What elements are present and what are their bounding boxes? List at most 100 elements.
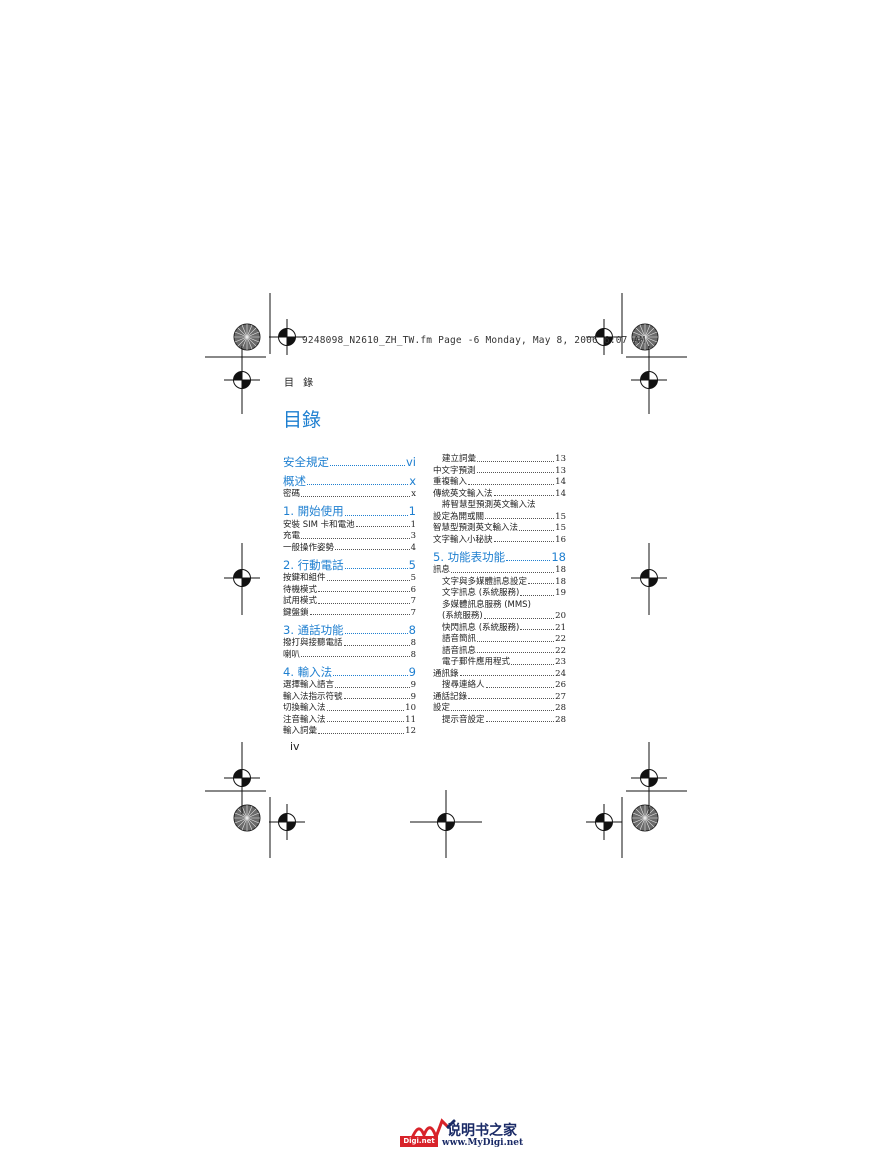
toc-dot-leader <box>459 675 555 676</box>
toc-dot-leader <box>520 629 555 630</box>
toc-entry-label: 充電 <box>283 531 301 541</box>
toc-subentry-indented[interactable]: 快閃訊息 (系統服務)21 <box>433 621 566 633</box>
toc-subentry-continued[interactable]: 多媒體訊息服務 (MMS) <box>433 598 566 610</box>
toc-entry-label: 快閃訊息 (系統服務) <box>442 622 520 633</box>
toc-page-number: 15 <box>555 523 566 533</box>
toc-page-number: 9 <box>410 691 416 702</box>
toc-entry-label: 智慧型預測英文輸入法 <box>433 523 519 533</box>
toc-page-number: 28 <box>555 714 566 725</box>
toc-page-number: 1 <box>410 519 416 530</box>
toc-dot-leader <box>519 529 555 531</box>
watermark-badge: Digi.net <box>400 1136 438 1147</box>
toc-dot-leader <box>301 656 410 657</box>
toc-section-entry[interactable]: 4. 輸入法 9 <box>283 663 416 678</box>
toc-dot-leader <box>485 721 555 722</box>
toc-entry-label: 語音訊息 <box>442 645 477 656</box>
running-head: 目 錄 <box>284 378 317 389</box>
toc-page-number: 16 <box>555 534 566 545</box>
toc-page-number: 23 <box>555 657 566 667</box>
watermark-url[interactable]: www.MyDigi.net <box>442 1138 524 1148</box>
toc-entry-label: 待機模式 <box>283 584 318 595</box>
toc-dot-leader <box>468 483 555 485</box>
toc-gap <box>283 659 416 662</box>
toc-page-number: 22 <box>555 634 566 644</box>
toc-page-number: vi <box>405 454 416 469</box>
toc-page-number: 18 <box>555 576 566 587</box>
toc-page-number: 8 <box>410 649 416 660</box>
toc-entry-label: 多媒體訊息服務 (MMS) <box>442 599 531 610</box>
toc-entry-label: 文字輸入小秘訣 <box>433 534 493 545</box>
toc-entry-label: 搜尋連絡人 <box>442 680 485 690</box>
toc-page-number: 15 <box>555 511 566 522</box>
toc-subentry-indented[interactable]: 建立詞彙 13 <box>433 452 566 464</box>
toc-page-number: 5 <box>408 557 416 572</box>
toc-subentry[interactable]: 設定為開或關 15 <box>433 510 566 522</box>
toc-page-number: 4 <box>410 542 416 553</box>
toc-subentry[interactable]: 智慧型預測英文輸入法 15 <box>433 521 566 533</box>
toc-entry-label: 切換輸入法 <box>283 703 326 713</box>
toc-dot-leader <box>326 579 410 581</box>
toc-entry-label: 建立詞彙 <box>442 454 477 464</box>
toc-entry-label: 重複輸入 <box>433 477 468 487</box>
toc-page-number: x <box>409 473 416 488</box>
toc-subentry-continued[interactable]: 將智慧型預測英文輸入法 <box>433 498 566 510</box>
toc-dot-leader <box>335 686 410 688</box>
watermark-brand: 说明书之家 <box>447 1123 517 1139</box>
toc-entry-label: 一般操作姿勢 <box>283 542 335 553</box>
toc-entry-label: 4. 輸入法 <box>283 664 333 679</box>
toc-entry-label: 按鍵和組件 <box>283 573 326 583</box>
toc-page-number: 9 <box>408 664 416 679</box>
toc-dot-leader <box>355 526 410 527</box>
toc-subentry-indented[interactable]: (系統服務) 20 <box>433 609 566 621</box>
file-info-header: 9248098_N2610_ZH_TW.fm Page -6 Monday, M… <box>302 335 646 346</box>
toc-dot-leader <box>493 541 555 542</box>
toc-subentry[interactable]: 一般操作姿勢 4 <box>283 541 416 553</box>
toc-page-number: 14 <box>555 488 566 499</box>
toc-subentry[interactable]: 文字輸入小秘訣 16 <box>433 533 566 545</box>
toc-entry-label: (系統服務) <box>442 611 483 621</box>
toc-dot-leader <box>468 698 555 699</box>
toc-page-number: 13 <box>555 454 566 464</box>
toc-entry-label: 設定為開或關 <box>433 511 485 522</box>
toc-dot-leader <box>493 495 555 496</box>
toc-page-number: 20 <box>555 611 566 621</box>
toc-page-number: 8 <box>410 638 416 648</box>
toc-page-number: 8 <box>408 622 416 637</box>
toc-subentry-indented[interactable]: 文字訊息 (系統服務)19 <box>433 586 566 598</box>
